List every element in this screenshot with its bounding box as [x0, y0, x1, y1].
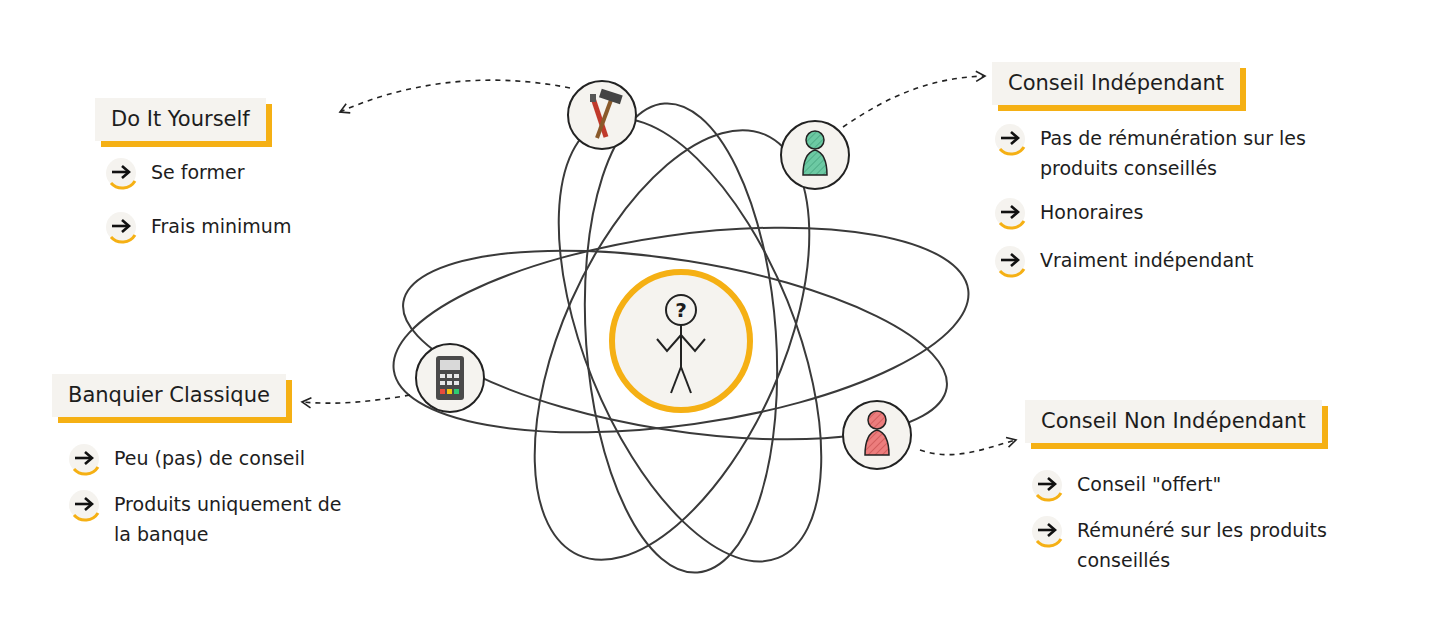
- bullet-arrow: [105, 211, 139, 245]
- bullet-arrow: [68, 443, 102, 477]
- option-heading: Conseil Non Indépendant: [1025, 400, 1322, 443]
- stick-figure: [615, 275, 747, 407]
- bullet-text: Pas de rémunération sur les produits con…: [1040, 123, 1370, 183]
- bullet-row: Vraiment indépendant: [994, 245, 1370, 279]
- option-heading: Banquier Classique: [52, 374, 286, 417]
- bullet-row: Rémunéré sur les produits conseillés: [1031, 515, 1397, 575]
- bullet-arrow: [1031, 469, 1065, 503]
- question-mark: ?: [651, 299, 711, 321]
- bullet-row: Frais minimum: [105, 211, 291, 245]
- bullet-row: Peu (pas) de conseil: [68, 443, 354, 477]
- bullet-row: Honoraires: [994, 197, 1370, 231]
- option-heading: Do It Yourself: [95, 98, 266, 141]
- option-heading: Conseil Indépendant: [992, 62, 1240, 105]
- bullet-arrow: [105, 157, 139, 191]
- option-group: Do It Yourself Se formerFrais minimum: [95, 98, 291, 245]
- option-group: Conseil IndépendantPas de rémunération s…: [992, 62, 1370, 279]
- bullet-text: Vraiment indépendant: [1040, 245, 1254, 275]
- bullet-text: Conseil "offert": [1077, 469, 1221, 499]
- option-group: Conseil Non IndépendantConseil "offert" R…: [1025, 400, 1397, 575]
- bullet-arrow: [994, 123, 1028, 157]
- independent-advisor-icon: [781, 121, 849, 189]
- non-independent-advisor-icon: [843, 401, 911, 469]
- bullet-row: Produits uniquement de la banque: [68, 489, 354, 549]
- bullet-arrow: [994, 197, 1028, 231]
- bullet-text: Rémunéré sur les produits conseillés: [1077, 515, 1397, 575]
- dashed-leaders: [302, 76, 1016, 455]
- bullet-text: Honoraires: [1040, 197, 1143, 227]
- orbits: [381, 83, 982, 600]
- bullet-text: Peu (pas) de conseil: [114, 443, 305, 473]
- bullet-arrow: [68, 489, 102, 523]
- bullet-arrow: [994, 245, 1028, 279]
- bullet-text: Se former: [151, 157, 245, 187]
- bullet-row: Se former: [105, 157, 291, 191]
- bullet-arrow: [1031, 515, 1065, 549]
- bullet-text: Produits uniquement de la banque: [114, 489, 354, 549]
- bank-terminal-icon: [416, 344, 484, 412]
- bullet-text: Frais minimum: [151, 211, 291, 241]
- bullet-row: Pas de rémunération sur les produits con…: [994, 123, 1370, 183]
- bullet-row: Conseil "offert": [1031, 469, 1397, 503]
- option-group: Banquier ClassiquePeu (pas) de conseilPr…: [52, 374, 354, 549]
- tools-icon: [568, 81, 636, 149]
- center-circle: ?: [609, 269, 753, 413]
